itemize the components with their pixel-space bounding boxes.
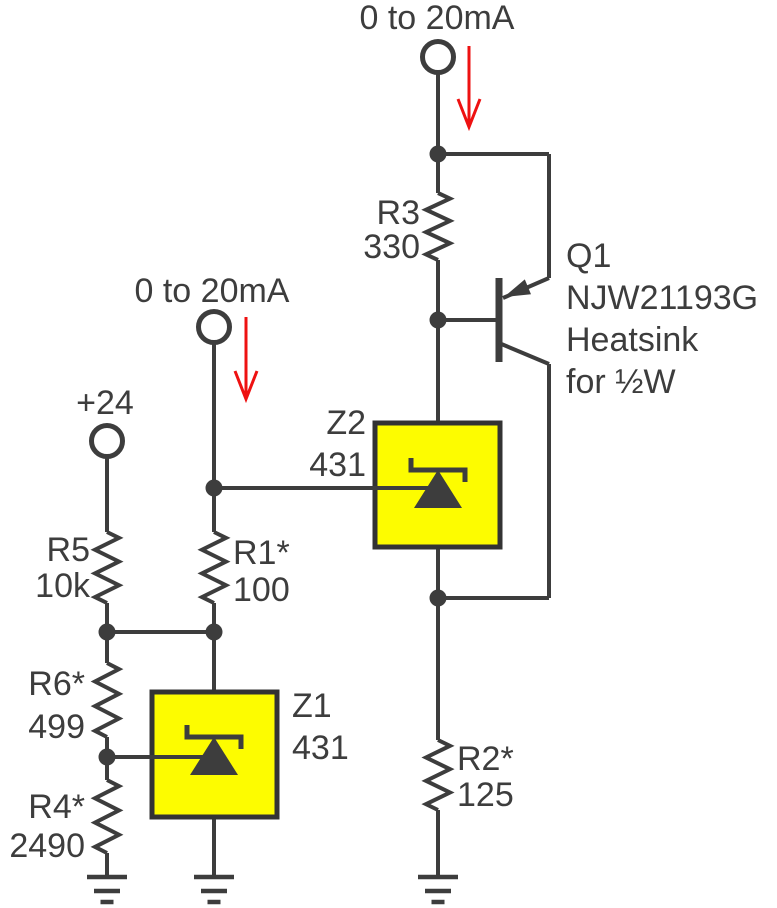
transistor-q1-part: NJW21193G	[566, 279, 758, 317]
resistor-r3-value: 330	[363, 228, 420, 266]
regulator-z1-value: 431	[292, 729, 349, 767]
junction-dot	[429, 311, 447, 329]
shunt-regulator-z2-symbol	[214, 420, 503, 550]
shunt-regulator-z1-symbol	[107, 689, 280, 820]
current-arrow-icon	[456, 46, 482, 132]
regulator-z1-ref: Z1	[292, 687, 332, 725]
left-circuit: 0 to 20mA +24 R5 10k R1* 100 R6* 499	[9, 272, 349, 905]
resistor-r2-ref: R2*	[457, 740, 514, 778]
pnp-transistor-q1-symbol	[438, 276, 550, 366]
resistor-r1-symbol	[197, 530, 231, 605]
resistor-r5-symbol	[90, 530, 124, 605]
resistor-r6-ref: R6*	[28, 665, 85, 703]
arrow-head	[233, 370, 259, 404]
ground-icon	[87, 874, 127, 905]
resistor-r4-symbol	[90, 778, 124, 855]
resistor-r2-symbol	[421, 738, 455, 812]
resistor-r1-ref: R1*	[233, 534, 290, 572]
resistor-r3-symbol	[421, 191, 455, 262]
transistor-q1-ref: Q1	[566, 237, 611, 275]
diode-triangle	[414, 470, 462, 508]
junction-dot	[429, 145, 447, 163]
current-arrow-icon	[233, 317, 259, 404]
ground-icon	[418, 874, 458, 905]
junction-dot	[205, 623, 223, 641]
transistor-q1-labels: Q1 NJW21193G Heatsink for ½W	[566, 237, 758, 401]
resistor-r1-value: 100	[233, 571, 290, 609]
junction-dot	[429, 589, 447, 607]
resistor-r2-value: 125	[457, 776, 514, 814]
transistor-emitter-arrow	[504, 279, 531, 297]
junction-dot	[98, 623, 116, 641]
right-circuit: 0 to 20mA R3 330 Q1 NJW21193G H	[214, 0, 758, 905]
resistor-r5-ref: R5	[47, 531, 90, 569]
transistor-q1-note1: Heatsink	[566, 321, 699, 359]
ground-icon	[194, 874, 234, 905]
arrow-head	[456, 98, 482, 132]
resistor-r6-value: 499	[28, 708, 85, 746]
regulator-z2-ref: Z2	[326, 404, 366, 442]
transistor-collector-wire	[498, 341, 550, 366]
junction-dot	[98, 748, 116, 766]
current-source-label-right: 0 to 20mA	[360, 0, 515, 37]
supply-label: +24	[76, 384, 134, 422]
current-source-label-left: 0 to 20mA	[135, 272, 290, 310]
resistor-r4-ref: R4*	[28, 788, 85, 826]
transistor-q1-note2: for ½W	[566, 363, 676, 401]
junction-dot	[205, 479, 223, 497]
regulator-z2-value: 431	[309, 446, 366, 484]
diode-triangle	[190, 737, 238, 775]
resistor-r6-symbol	[90, 661, 124, 739]
terminal-circle-icon	[89, 423, 125, 459]
resistor-r5-value: 10k	[35, 567, 91, 605]
resistor-r3-ref: R3	[377, 194, 420, 232]
terminal-circle-icon	[420, 39, 456, 75]
resistor-r4-value: 2490	[9, 827, 85, 865]
terminal-circle-icon	[196, 309, 232, 345]
